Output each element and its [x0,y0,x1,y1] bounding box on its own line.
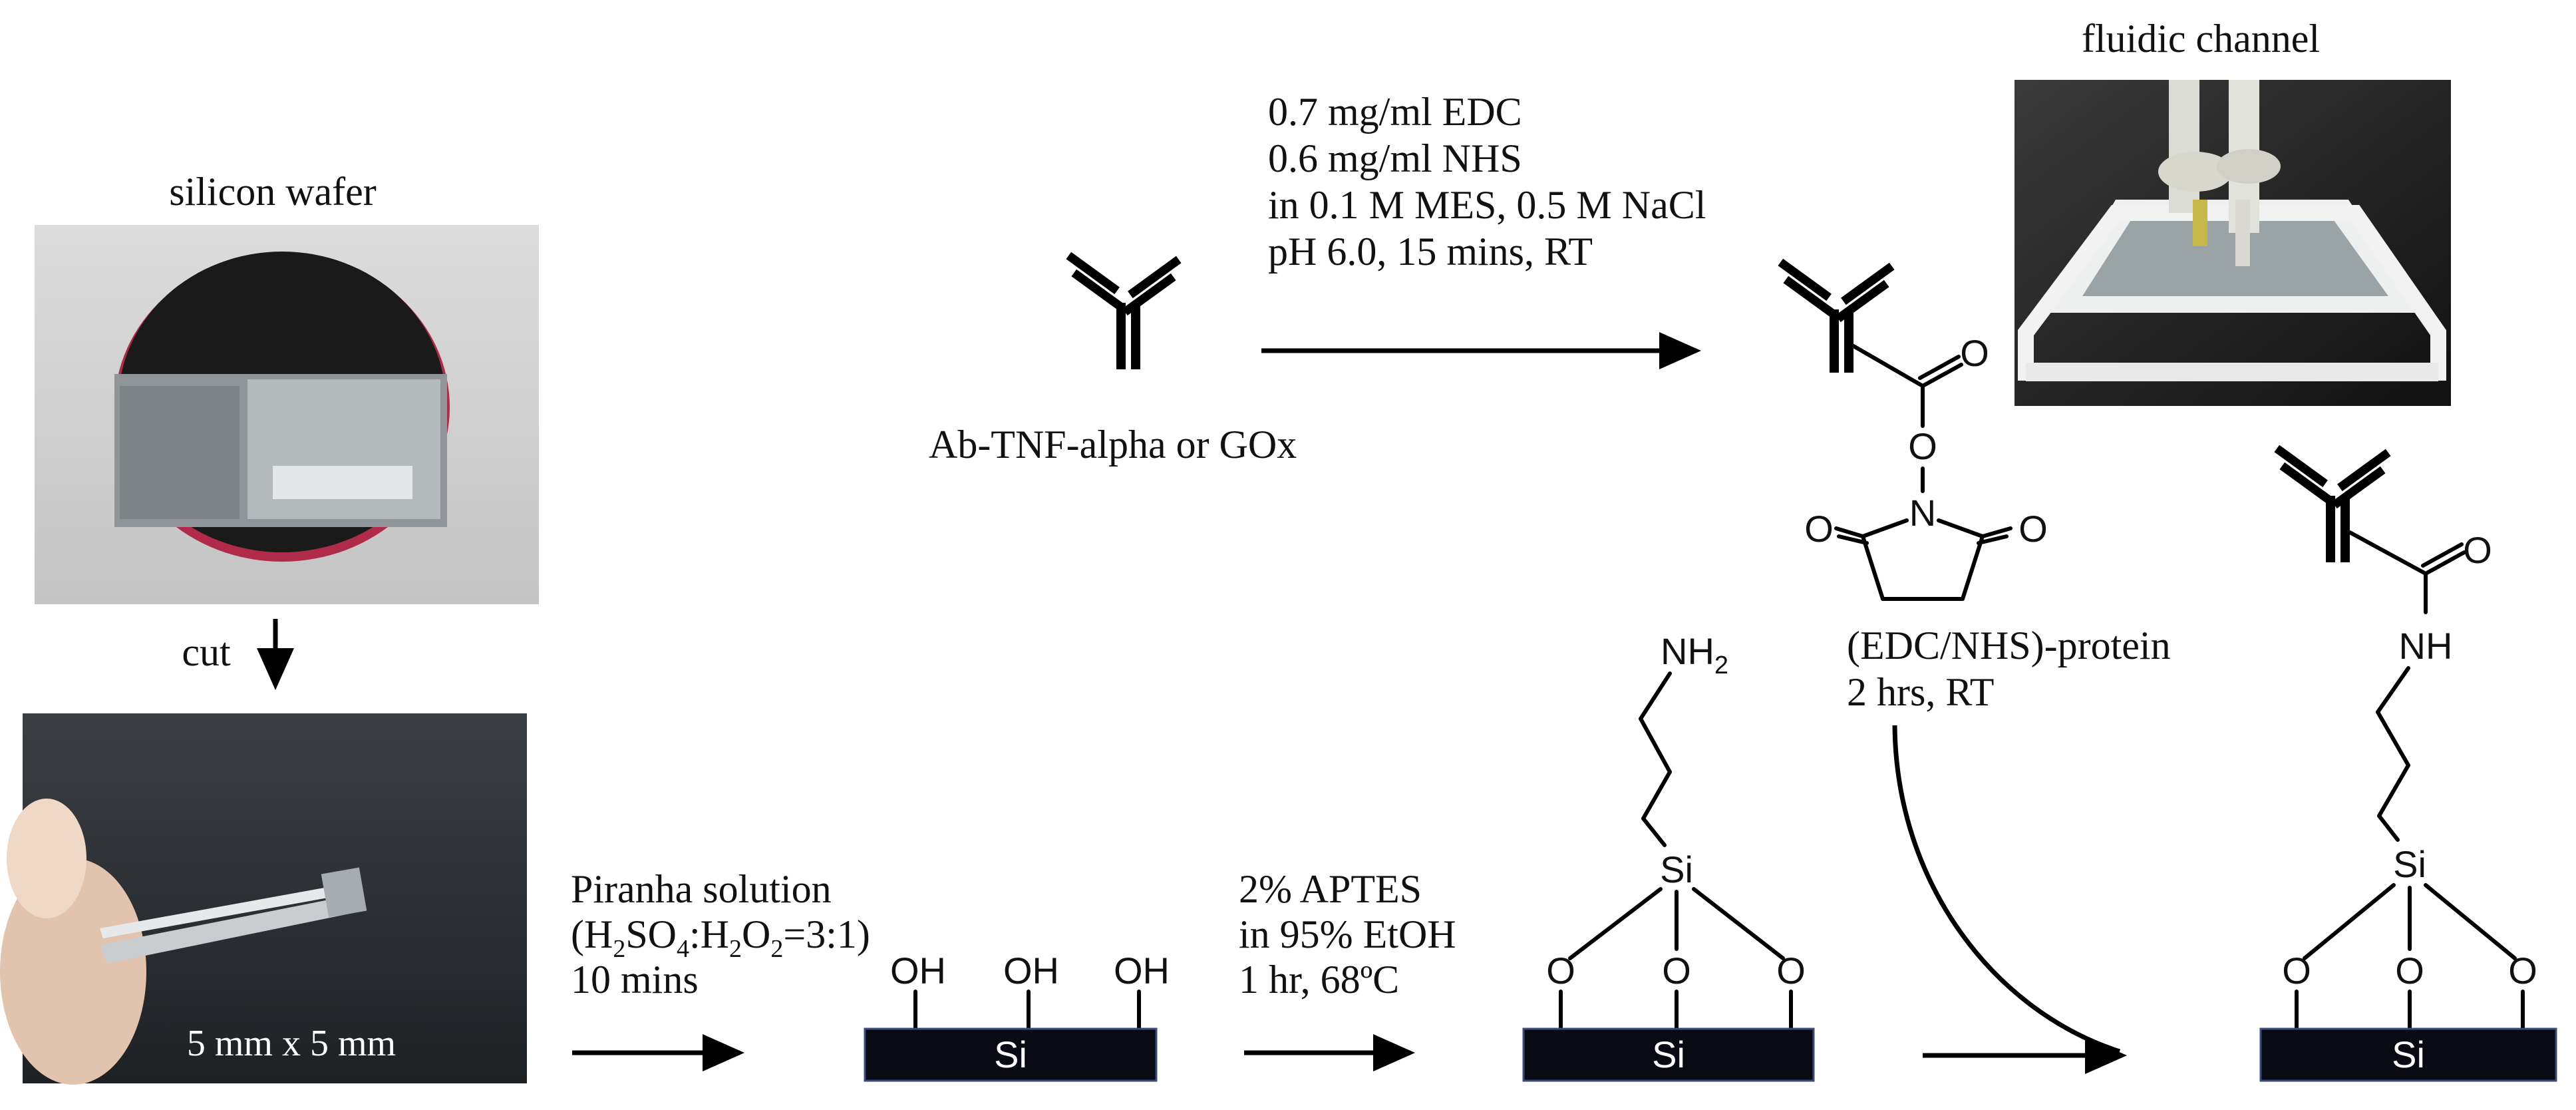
final-si: Si [2393,843,2426,885]
formula-o: O [742,912,770,956]
formula-open: (H [571,912,613,956]
formula-sub-3: 2 [729,935,742,963]
substrate-si-1: Si [994,1033,1027,1075]
conjugation-curve [1892,725,2121,1054]
nhs-o-right: O [2018,508,2048,550]
aptes-line-3: 1 hr, 68ºC [1239,958,1399,1002]
aptes-o-1: O [1546,950,1575,992]
nhs-n: N [1909,492,1936,534]
nhs-o-left: O [1804,508,1834,550]
aptes-line-1: 2% APTES [1239,867,1422,911]
hydroxylated-substrate: OH OH OH Si [864,950,1170,1082]
antibody-label: Ab-TNF-alpha or GOx [929,423,1297,466]
nh2-sub: 2 [1714,651,1728,679]
amide-nh: NH [2399,625,2453,667]
ester-bridge-o: O [1908,425,1937,467]
edc-line-4: pH 6.0, 15 mins, RT [1268,230,1593,274]
antibody-icon [1066,252,1182,369]
amine-nh2: NH2 [1661,630,1728,679]
piranha-line-1: Piranha solution [571,867,832,911]
amide-o: O [2463,529,2492,571]
edc-line-1: 0.7 mg/ml EDC [1268,90,1522,134]
aptes-o-3: O [1776,950,1806,992]
formula-so: SO [625,912,677,956]
final-o-2: O [2395,950,2424,992]
chip-size-label: 5 mm x 5 mm [187,1023,396,1064]
oh-3: OH [1114,950,1170,992]
substrate-si-2: Si [1652,1033,1685,1075]
substrate-si-3: Si [2392,1033,2425,1075]
piranha-formula: (H2SO4:H2O2=3:1) [571,912,870,963]
aminated-substrate: NH2 Si O O O Si [1522,630,1815,1082]
oh-2: OH [1003,950,1059,992]
aptes-si: Si [1660,848,1693,890]
edc-line-3: in 0.1 M MES, 0.5 M NaCl [1268,183,1706,227]
final-o-1: O [2282,950,2311,992]
nhs-ester-structure: O O N O O [1804,332,2048,601]
silicon-wafer-photo [35,225,539,604]
edc-line-2: 0.6 mg/ml NHS [1268,136,1522,180]
activated-antibody-icon [1778,258,1895,373]
final-o-3: O [2508,950,2537,992]
cut-label: cut [182,630,231,674]
fluidic-channel-label: fluidic channel [2082,17,2320,61]
immobilized-antibody-icon [2274,445,2391,562]
conjugation-line-1: (EDC/NHS)-protein [1847,624,2171,667]
ester-carbonyl-o: O [1960,332,1989,374]
oh-1: OH [890,950,946,992]
aptes-line-2: in 95% EtOH [1239,912,1456,956]
nh2-base: NH [1661,630,1714,672]
aptes-conditions-text: 2% APTES in 95% EtOH 1 hr, 68ºC [1239,867,1456,1002]
formula-ratio: =3:1) [783,912,870,956]
formula-mid: :H [689,912,729,956]
formula-sub-1: 2 [613,935,625,963]
edc-conditions-text: 0.7 mg/ml EDC 0.6 mg/ml NHS in 0.1 M MES… [1268,90,1706,274]
piranha-conditions-text: Piranha solution (H2SO4:H2O2=3:1) 10 min… [571,867,870,1002]
chip-photo [0,713,527,1085]
fluidic-channel-photo [2014,80,2451,406]
piranha-line-3: 10 mins [571,958,699,1002]
conjugation-line-2: 2 hrs, RT [1847,670,1994,714]
formula-sub-2: 4 [677,935,689,963]
immobilized-structure: O NH Si O O O Si [2259,529,2557,1082]
formula-sub-4: 2 [770,935,783,963]
silicon-wafer-label: silicon wafer [169,170,377,214]
aptes-o-2: O [1662,950,1691,992]
